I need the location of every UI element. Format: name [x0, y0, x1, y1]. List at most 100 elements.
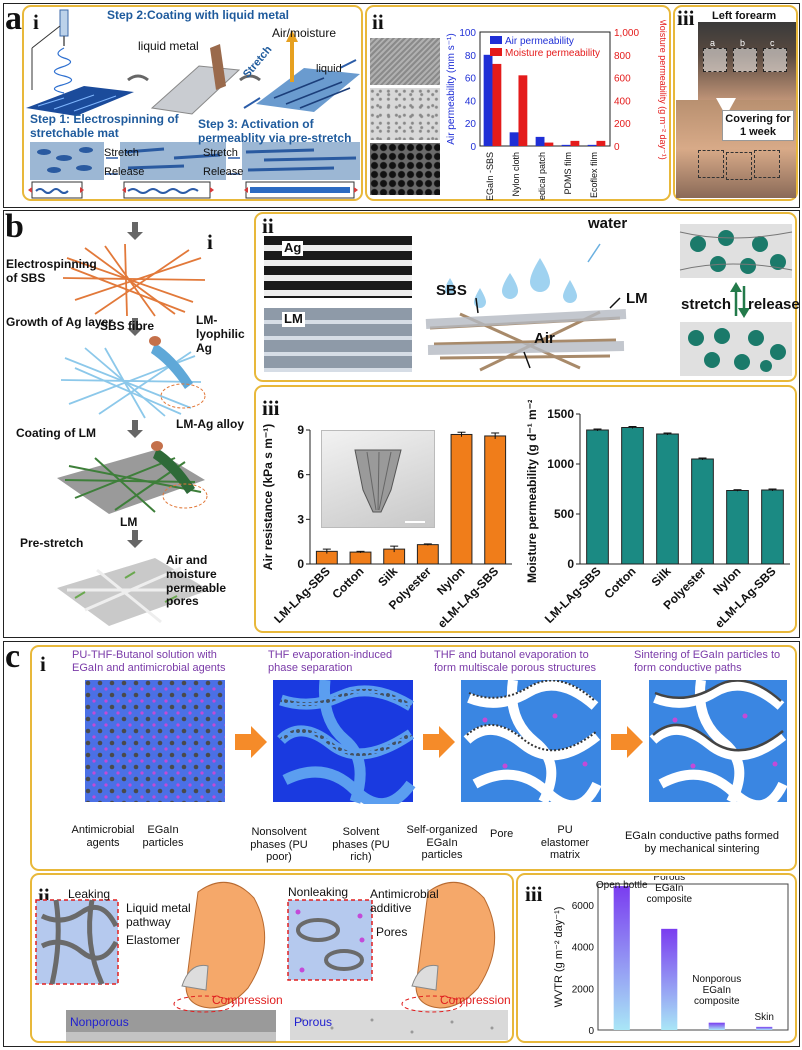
b-ii-lm-label: LM	[282, 311, 305, 327]
b-iii-air-bar	[416, 544, 439, 565]
panel-a-ii-label: ii	[372, 10, 384, 34]
a-air-moisture-label: Air/moisture	[272, 26, 337, 40]
a-iii-covering-label: Covering for 1 week	[722, 110, 794, 142]
a-ii-bar-moisture	[518, 75, 528, 146]
b-iii-textile-shape	[354, 449, 425, 523]
c-i-nonsolvent-label: Nonsolvent phases (PU poor)	[250, 826, 308, 864]
c-i-pore-label: Pore	[490, 828, 514, 840]
c-i-paths-label: EGaIn conductive paths formed by mechani…	[624, 830, 780, 855]
b-ii-ag-label: Ag	[282, 240, 304, 256]
a-release-2: Release	[203, 166, 244, 178]
c-iii-ytick-label: 2000	[572, 984, 595, 995]
a-ii-ytick-right: 1,000	[614, 28, 639, 39]
c-ii-diagram	[35, 881, 508, 1042]
a-ii-ytick-left: 20	[465, 119, 477, 130]
a-ii-category-label: Medical patch	[537, 152, 547, 200]
a-ii-category-label: Ecoflex film	[589, 152, 599, 198]
b-iii-air-ytick-label: 6	[297, 468, 304, 482]
b-iii-air-bar	[349, 551, 372, 565]
c-iii-ytick-label: 0	[588, 1026, 594, 1037]
a-ii-ytick-left: 100	[459, 28, 476, 39]
b-growth-label: Growth of Ag layer	[6, 315, 113, 329]
c-i-egain-label: EGaIn particles	[142, 824, 184, 849]
b-iii-moist-ylabel: Moisture permeability (g d⁻¹ m⁻²)	[525, 400, 539, 583]
panel-a-iii-box	[673, 5, 798, 201]
c-iii-plot-frame	[597, 883, 789, 1031]
b-iii-moist-ytick-label: 500	[554, 507, 574, 521]
b-coating-label: Coating of LM	[16, 426, 96, 440]
b-ii-air-label: Air	[534, 330, 555, 347]
c-iii-bar	[756, 1026, 773, 1030]
b-prestretch-label: Pre-stretch	[20, 536, 84, 550]
a-iii-patch-label-a: a	[710, 38, 716, 48]
b-ii-stretch-label: stretch	[681, 296, 732, 313]
a-ii-ytick-right: 200	[614, 119, 631, 130]
panel-b-iii-label: iii	[262, 396, 280, 420]
b-iii-air-category-label: LM-LAg-SBS	[271, 564, 333, 626]
a-ii-category-label: Nylon cloth	[511, 152, 521, 197]
a-iii-left-forearm: Left forearm	[712, 10, 777, 22]
b-iii-air-ytick-label: 3	[297, 512, 304, 526]
a-ii-ytick-left: 80	[465, 51, 477, 62]
panel-c-frame	[3, 641, 800, 1047]
b-electrospinning-label: Electrospinning of SBS	[6, 257, 97, 285]
a-ii-ytick-left: 60	[465, 74, 477, 85]
c-i-pu-matrix-label: PU elastomer matrix	[540, 824, 590, 862]
a-ii-bar-air	[561, 144, 571, 146]
b-iii-moist-bar	[621, 427, 644, 565]
c-iii-category-label: composite	[694, 996, 740, 1007]
c-ii-compression-2-label: Compression	[440, 993, 511, 1007]
c-i-step4-caption: Sintering of EGaIn particles to form con…	[634, 649, 781, 674]
panel-b-iii-box	[254, 385, 797, 633]
b-iii-moist-ytick-label: 0	[567, 557, 574, 571]
a-ii-legend-swatch-air	[490, 36, 502, 44]
b-iii-moist-bar	[656, 433, 679, 565]
b-iii-moist-category-label: eLM-LAg-SBS	[712, 564, 778, 630]
b-iii-moist-bar	[691, 458, 714, 565]
c-iii-bar	[661, 928, 678, 1030]
a-ii-ytick-left: 0	[470, 142, 476, 153]
a-ii-ylabel-left: Air permeability (mm s⁻¹)	[446, 33, 457, 144]
a-ii-bar-air	[535, 136, 545, 146]
panel-c-letter: c	[5, 638, 21, 675]
panel-a-ii-box	[365, 5, 671, 201]
a-ii-legend-swatch-moisture	[490, 48, 502, 56]
b-iii-air-category-label: Silk	[375, 564, 400, 589]
b-iii-moist-bar	[726, 490, 749, 565]
b-iii-air-ylabel: Air resistance (kPa s m⁻¹)	[261, 424, 275, 570]
a-ii-bar-moisture	[492, 63, 502, 146]
a-step3-label: Step 3: Activation of permeablity via pr…	[198, 117, 352, 145]
c-iii-category-label: composite	[646, 894, 692, 905]
c-iii-category-label: EGaIn	[703, 985, 731, 996]
a-ii-ytick-right: 800	[614, 51, 631, 62]
b-ii-stretch-diagram	[679, 224, 793, 376]
b-iii-moist-bar	[586, 429, 609, 565]
panel-a-letter: a	[5, 0, 22, 37]
a-ii-bar-air	[587, 144, 597, 146]
panel-c-iii-box	[516, 873, 797, 1043]
b-iii-air-ytick-label: 9	[297, 423, 304, 437]
a-iii-after-patch-a	[698, 150, 724, 178]
c-iii-category-label: Skin	[755, 1012, 774, 1023]
panel-a-frame	[3, 3, 800, 208]
panel-c-i-label: i	[40, 652, 46, 676]
a-ii-ytick-left: 40	[465, 96, 477, 107]
panel-b-ii-box	[254, 212, 797, 382]
a-ii-ytick-right: 600	[614, 74, 631, 85]
b-iii-air-category-label: Cotton	[329, 564, 366, 601]
b-sbs-fibre-label: SBS fibre	[100, 319, 155, 333]
c-ii-porous-label: Porous	[294, 1015, 333, 1029]
a-iii-patch-label-b: b	[740, 38, 746, 48]
c-iii-category-label: EGaIn	[655, 883, 683, 894]
a-ii-bar-air	[509, 132, 519, 146]
a-ii-bar-moisture	[596, 140, 606, 146]
c-iii-ytick-label: 6000	[572, 901, 595, 912]
panel-a-i-schematic	[26, 9, 360, 199]
panel-a-i-label: i	[33, 10, 39, 34]
c-iii-bar	[613, 886, 630, 1030]
panel-a-iii-label: iii	[677, 6, 695, 30]
a-liquid-label: liquid	[316, 63, 342, 75]
panel-b-i-schematic	[57, 222, 209, 626]
